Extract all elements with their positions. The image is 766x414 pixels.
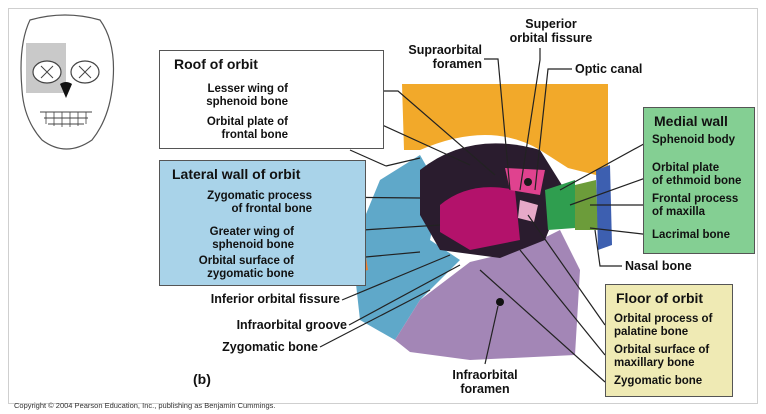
medial-wall-title: Medial wall bbox=[654, 113, 728, 129]
floor-of-orbit-title: Floor of orbit bbox=[616, 290, 703, 306]
infraorbital-groove-label: Infraorbital groove bbox=[160, 318, 347, 332]
nasal-region bbox=[596, 165, 612, 250]
optic-canal-hole bbox=[524, 178, 532, 186]
skull-thumbnail-icon bbox=[21, 15, 114, 149]
roof-of-orbit-title: Roof of orbit bbox=[174, 56, 258, 72]
nasal-bone-label: Nasal bone bbox=[625, 259, 692, 273]
sphenoid-body-label: Sphenoid body bbox=[652, 134, 735, 147]
lacrimal-bone-label: Lacrimal bone bbox=[652, 229, 730, 242]
inferior-orbital-fissure-label: Inferior orbital fissure bbox=[150, 292, 340, 306]
copyright-text: Copyright © 2004 Pearson Education, Inc.… bbox=[14, 401, 276, 410]
lateral-wall-title: Lateral wall of orbit bbox=[172, 166, 300, 182]
optic-canal-label: Optic canal bbox=[575, 62, 642, 76]
floor-zygomatic-bone-label: Zygomatic bone bbox=[614, 375, 702, 388]
zygomatic-bone-label: Zygomatic bone bbox=[160, 340, 318, 354]
infraorbital-foramen-hole bbox=[496, 298, 504, 306]
panel-label: (b) bbox=[193, 373, 211, 386]
